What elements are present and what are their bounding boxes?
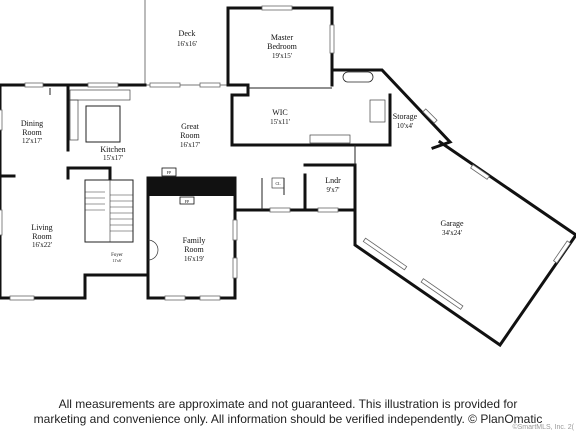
closet xyxy=(271,177,285,189)
family-room-label-2: Room xyxy=(184,245,204,254)
fireplace-1 xyxy=(161,167,177,177)
fireplace-2-label: FP xyxy=(185,199,190,204)
storage-label: Storage xyxy=(393,112,418,121)
garage-label: Garage xyxy=(440,219,464,228)
garage-size: 34'x24' xyxy=(442,229,462,237)
vanity xyxy=(309,134,351,144)
laundry-label: Lndr xyxy=(325,176,341,185)
kitchen-island xyxy=(85,105,121,143)
kitchen-counter-west xyxy=(69,99,79,141)
bathtub xyxy=(342,71,374,83)
wic-label: WIC xyxy=(272,108,288,117)
interior-walls xyxy=(0,86,392,300)
fireplace-bar xyxy=(148,178,235,196)
disclaimer: All measurements are approximate and not… xyxy=(0,397,576,427)
front-door xyxy=(147,239,159,261)
deck-label: Deck xyxy=(179,29,196,38)
shower xyxy=(369,99,386,123)
great-room-label-1: Great xyxy=(181,122,200,131)
dining-room-label-1: Dining xyxy=(21,119,43,128)
disclaimer-line-2: marketing and convenience only. All info… xyxy=(33,412,543,426)
wic-size: 15'x11' xyxy=(270,118,290,126)
living-room-label-2: Room xyxy=(32,232,52,241)
garage-doors xyxy=(362,164,572,310)
master-bedroom-label-2: Bedroom xyxy=(267,42,298,51)
laundry-size: 9'x7' xyxy=(326,186,339,194)
storage-size: 10'x4' xyxy=(397,122,414,130)
dining-room-size: 12'x17' xyxy=(22,137,42,145)
stairs xyxy=(85,180,133,242)
master-bedroom-label-1: Master xyxy=(271,33,294,42)
windows xyxy=(0,5,438,301)
kitchen-counter xyxy=(69,89,131,101)
master-bedroom-size: 19'x15' xyxy=(272,52,292,60)
great-room-label-2: Room xyxy=(180,131,200,140)
fireplace-1-label: FP xyxy=(167,170,172,175)
family-room-label-1: Family xyxy=(183,236,206,245)
living-room-label-1: Living xyxy=(31,223,52,232)
foyer-size: 11'x6' xyxy=(112,258,122,263)
kitchen-size: 15'x17' xyxy=(103,154,123,162)
fireplace-2 xyxy=(179,196,195,205)
copyright: ©SmartMLS, Inc. 2( xyxy=(512,424,574,431)
kitchen-label: Kitchen xyxy=(100,145,125,154)
great-room-size: 16'x17' xyxy=(180,141,200,149)
dining-room-label-2: Room xyxy=(22,128,42,137)
disclaimer-line-1: All measurements are approximate and not… xyxy=(58,397,518,411)
closet-label: CL xyxy=(275,181,281,186)
family-room-size: 16'x19' xyxy=(184,255,204,263)
deck-size: 16'x16' xyxy=(177,40,197,48)
living-room-size: 16'x22' xyxy=(32,241,52,249)
foyer-label: Foyer xyxy=(111,253,123,258)
